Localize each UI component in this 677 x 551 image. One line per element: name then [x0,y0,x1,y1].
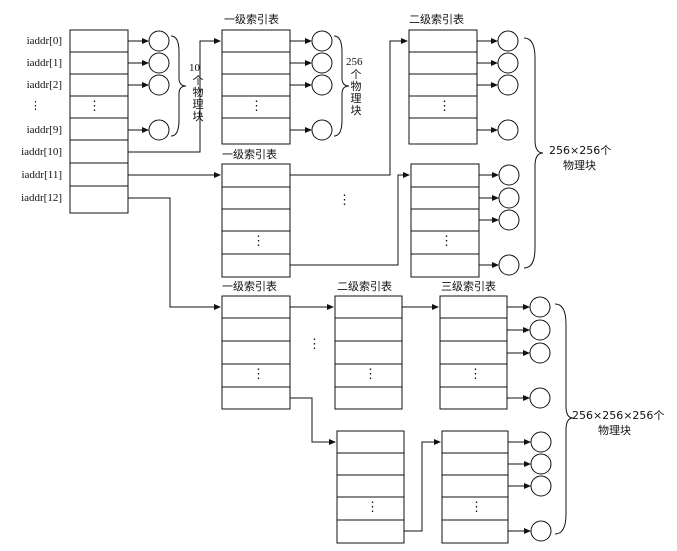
physical-block [148,74,170,96]
ellipsis: ⋮ [308,336,321,351]
physical-block [530,475,552,497]
physical-block [497,119,519,141]
physical-block [529,342,551,364]
ellipsis: ⋮ [252,233,265,248]
direct-count: 10 [189,62,200,74]
inode-address-table [69,29,129,214]
ellipsis: ⋮ [440,233,453,248]
ellipsis: ⋮ [470,499,483,514]
ellipsis: ⋮ [338,192,351,207]
direct-brace [170,35,187,137]
physical-block [530,431,552,453]
triple-level2-table [334,295,403,410]
double-total: 256×256个 [549,144,612,157]
physical-block [148,119,170,141]
physical-block [311,119,333,141]
single-index-table [221,29,291,145]
physical-block [530,520,552,542]
ellipsis: ⋮ [469,366,482,381]
table-title-level1-triple: 一级索引表 [222,280,277,293]
physical-block [497,30,519,52]
triple-level1-table [221,295,291,410]
direct-blocks [128,30,187,141]
ellipsis: ⋮ [438,98,451,113]
inode-label-1: iaddr[1] [26,57,62,69]
physical-block [498,187,520,209]
inode-label-ellipsis: ⋮ [30,100,41,112]
inode-label-10: iaddr[10] [21,146,62,158]
triple-indirect [128,197,574,544]
inode-label-0: iaddr[0] [26,35,62,47]
physical-block [148,52,170,74]
physical-block [311,52,333,74]
physical-block [529,387,551,409]
physical-block [529,296,551,318]
triple-total: 256×256×256个 [572,409,665,422]
single-brace [333,35,350,137]
ellipsis: ⋮ [252,366,265,381]
single-indirect [128,29,350,153]
ellipsis: ⋮ [250,98,263,113]
triple-level2-table [336,430,405,544]
double-indirect [128,29,544,278]
triple-unit: 物理块 [598,424,631,437]
table-title-level1-single: 一级索引表 [224,13,279,26]
table-title-level1-double: 一级索引表 [222,148,277,161]
physical-block [311,30,333,52]
triple-level3-table [439,295,508,410]
direct-unit: 个物理块 [192,74,204,123]
physical-block [498,209,520,231]
physical-block [311,74,333,96]
table-title-level3-triple: 三级索引表 [441,280,496,293]
table-title-level2-triple: 二级索引表 [337,280,392,293]
table-title-level2-double: 二级索引表 [409,13,464,26]
double-unit: 物理块 [563,159,596,172]
triple-level3-table [441,430,509,544]
double-brace [523,37,544,269]
physical-block [498,254,520,276]
single-count: 256 [346,56,363,68]
ellipsis: ⋮ [364,366,377,381]
double-level2-table [410,163,480,278]
physical-block [498,164,520,186]
physical-block [148,30,170,52]
inode-label-12: iaddr[12] [21,192,62,204]
physical-block [497,74,519,96]
single-unit: 个物理块 [350,68,362,117]
triple-brace [554,303,574,535]
double-level2-table [408,29,478,145]
physical-block [529,319,551,341]
physical-block [497,52,519,74]
ellipsis: ⋮ [88,98,101,113]
double-level1-table [221,163,291,278]
ellipsis: ⋮ [366,499,379,514]
inode-label-11: iaddr[11] [21,169,62,181]
inode-label-2: iaddr[2] [26,79,62,91]
physical-block [530,453,552,475]
inode-label-9: iaddr[9] [26,124,62,136]
